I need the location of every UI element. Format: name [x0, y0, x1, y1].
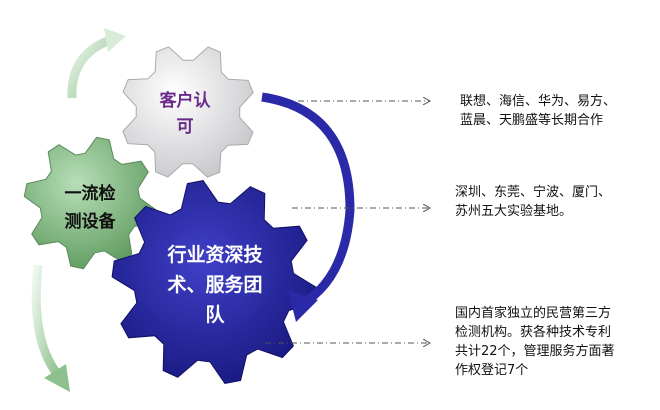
note-line: 联想、海信、华为、易方、: [460, 94, 617, 109]
cycle-arrow-bottom: [31, 264, 62, 378]
cycle-arrow-top-head: [104, 28, 126, 52]
cycle-arrow-blue-head: [288, 290, 318, 322]
gear-equipment-label-line: 一流检: [64, 184, 116, 204]
gear-team-label-line: 队: [205, 304, 225, 326]
gear-client-label-line: 可: [176, 117, 194, 137]
note-line: 国内首家独立的民营第三方: [455, 306, 612, 321]
gear-client-label-line: 客户认: [159, 91, 211, 111]
cycle-arrow-blue: [261, 92, 355, 309]
gear-team: [111, 180, 317, 384]
note-line: 作权登记7个: [455, 363, 529, 378]
cycle-arrow-top: [67, 35, 112, 99]
note-line: 深圳、东莞、宁波、厦门、: [455, 185, 612, 200]
gear-team-label: 行业资深技 术、服务团 队: [140, 240, 290, 330]
gear-client: [122, 46, 254, 178]
gear-team-label-line: 行业资深技: [167, 244, 263, 266]
gear-client-label: 客户认 可: [135, 88, 235, 140]
gear-equipment-label-line: 测设备: [64, 212, 116, 232]
note-line: 检测机构。获各种技术专利: [455, 325, 612, 340]
cycle-arrow-bottom-head: [44, 364, 70, 392]
note-credentials: 国内首家独立的民营第三方 检测机构。获各种技术专利 共计22个，管理服务方面著 …: [455, 304, 615, 380]
gear-equipment-label: 一流检 测设备: [40, 180, 140, 236]
note-line: 蓝晨、天鹏盛等长期合作: [460, 113, 604, 128]
note-line: 共计22个，管理服务方面著: [455, 344, 615, 359]
note-partners: 联想、海信、华为、易方、 蓝晨、天鹏盛等长期合作: [460, 92, 616, 130]
note-labs: 深圳、东莞、宁波、厦门、 苏州五大实验基地。: [455, 183, 611, 221]
gear-equipment: [23, 136, 157, 270]
note-line: 苏州五大实验基地。: [455, 204, 573, 219]
gear-team-label-line: 术、服务团: [167, 274, 263, 296]
